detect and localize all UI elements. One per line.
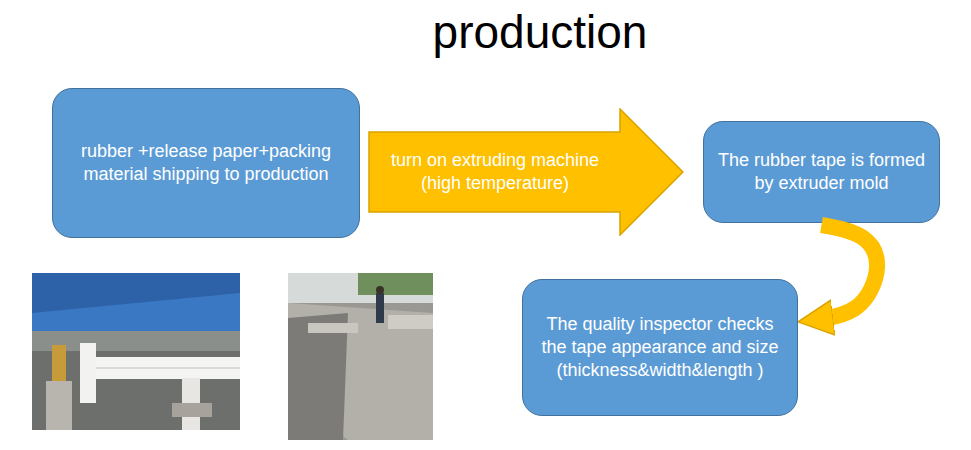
- node-text: The rubber tape is formed by extruder mo…: [714, 149, 929, 195]
- curved-arrow: [812, 225, 877, 320]
- process-box: The rubber tape is formed by extruder mo…: [703, 121, 940, 223]
- block-arrow-outline: [369, 109, 683, 235]
- process-arrow: turn on extruding machine (high temperat…: [368, 108, 684, 236]
- machine-photo: [32, 273, 240, 430]
- process-box: The quality inspector checks the tape ap…: [522, 279, 798, 416]
- process-box: rubber +release paper+packing material s…: [52, 88, 360, 238]
- node-text: turn on extruding machine (high temperat…: [376, 149, 614, 195]
- block-arrow-shape: [368, 108, 684, 236]
- node-text: The quality inspector checks the tape ap…: [533, 313, 787, 382]
- diagram-title: production: [340, 4, 740, 60]
- node-text: rubber +release paper+packing material s…: [63, 140, 349, 186]
- factory-photo: [288, 273, 433, 440]
